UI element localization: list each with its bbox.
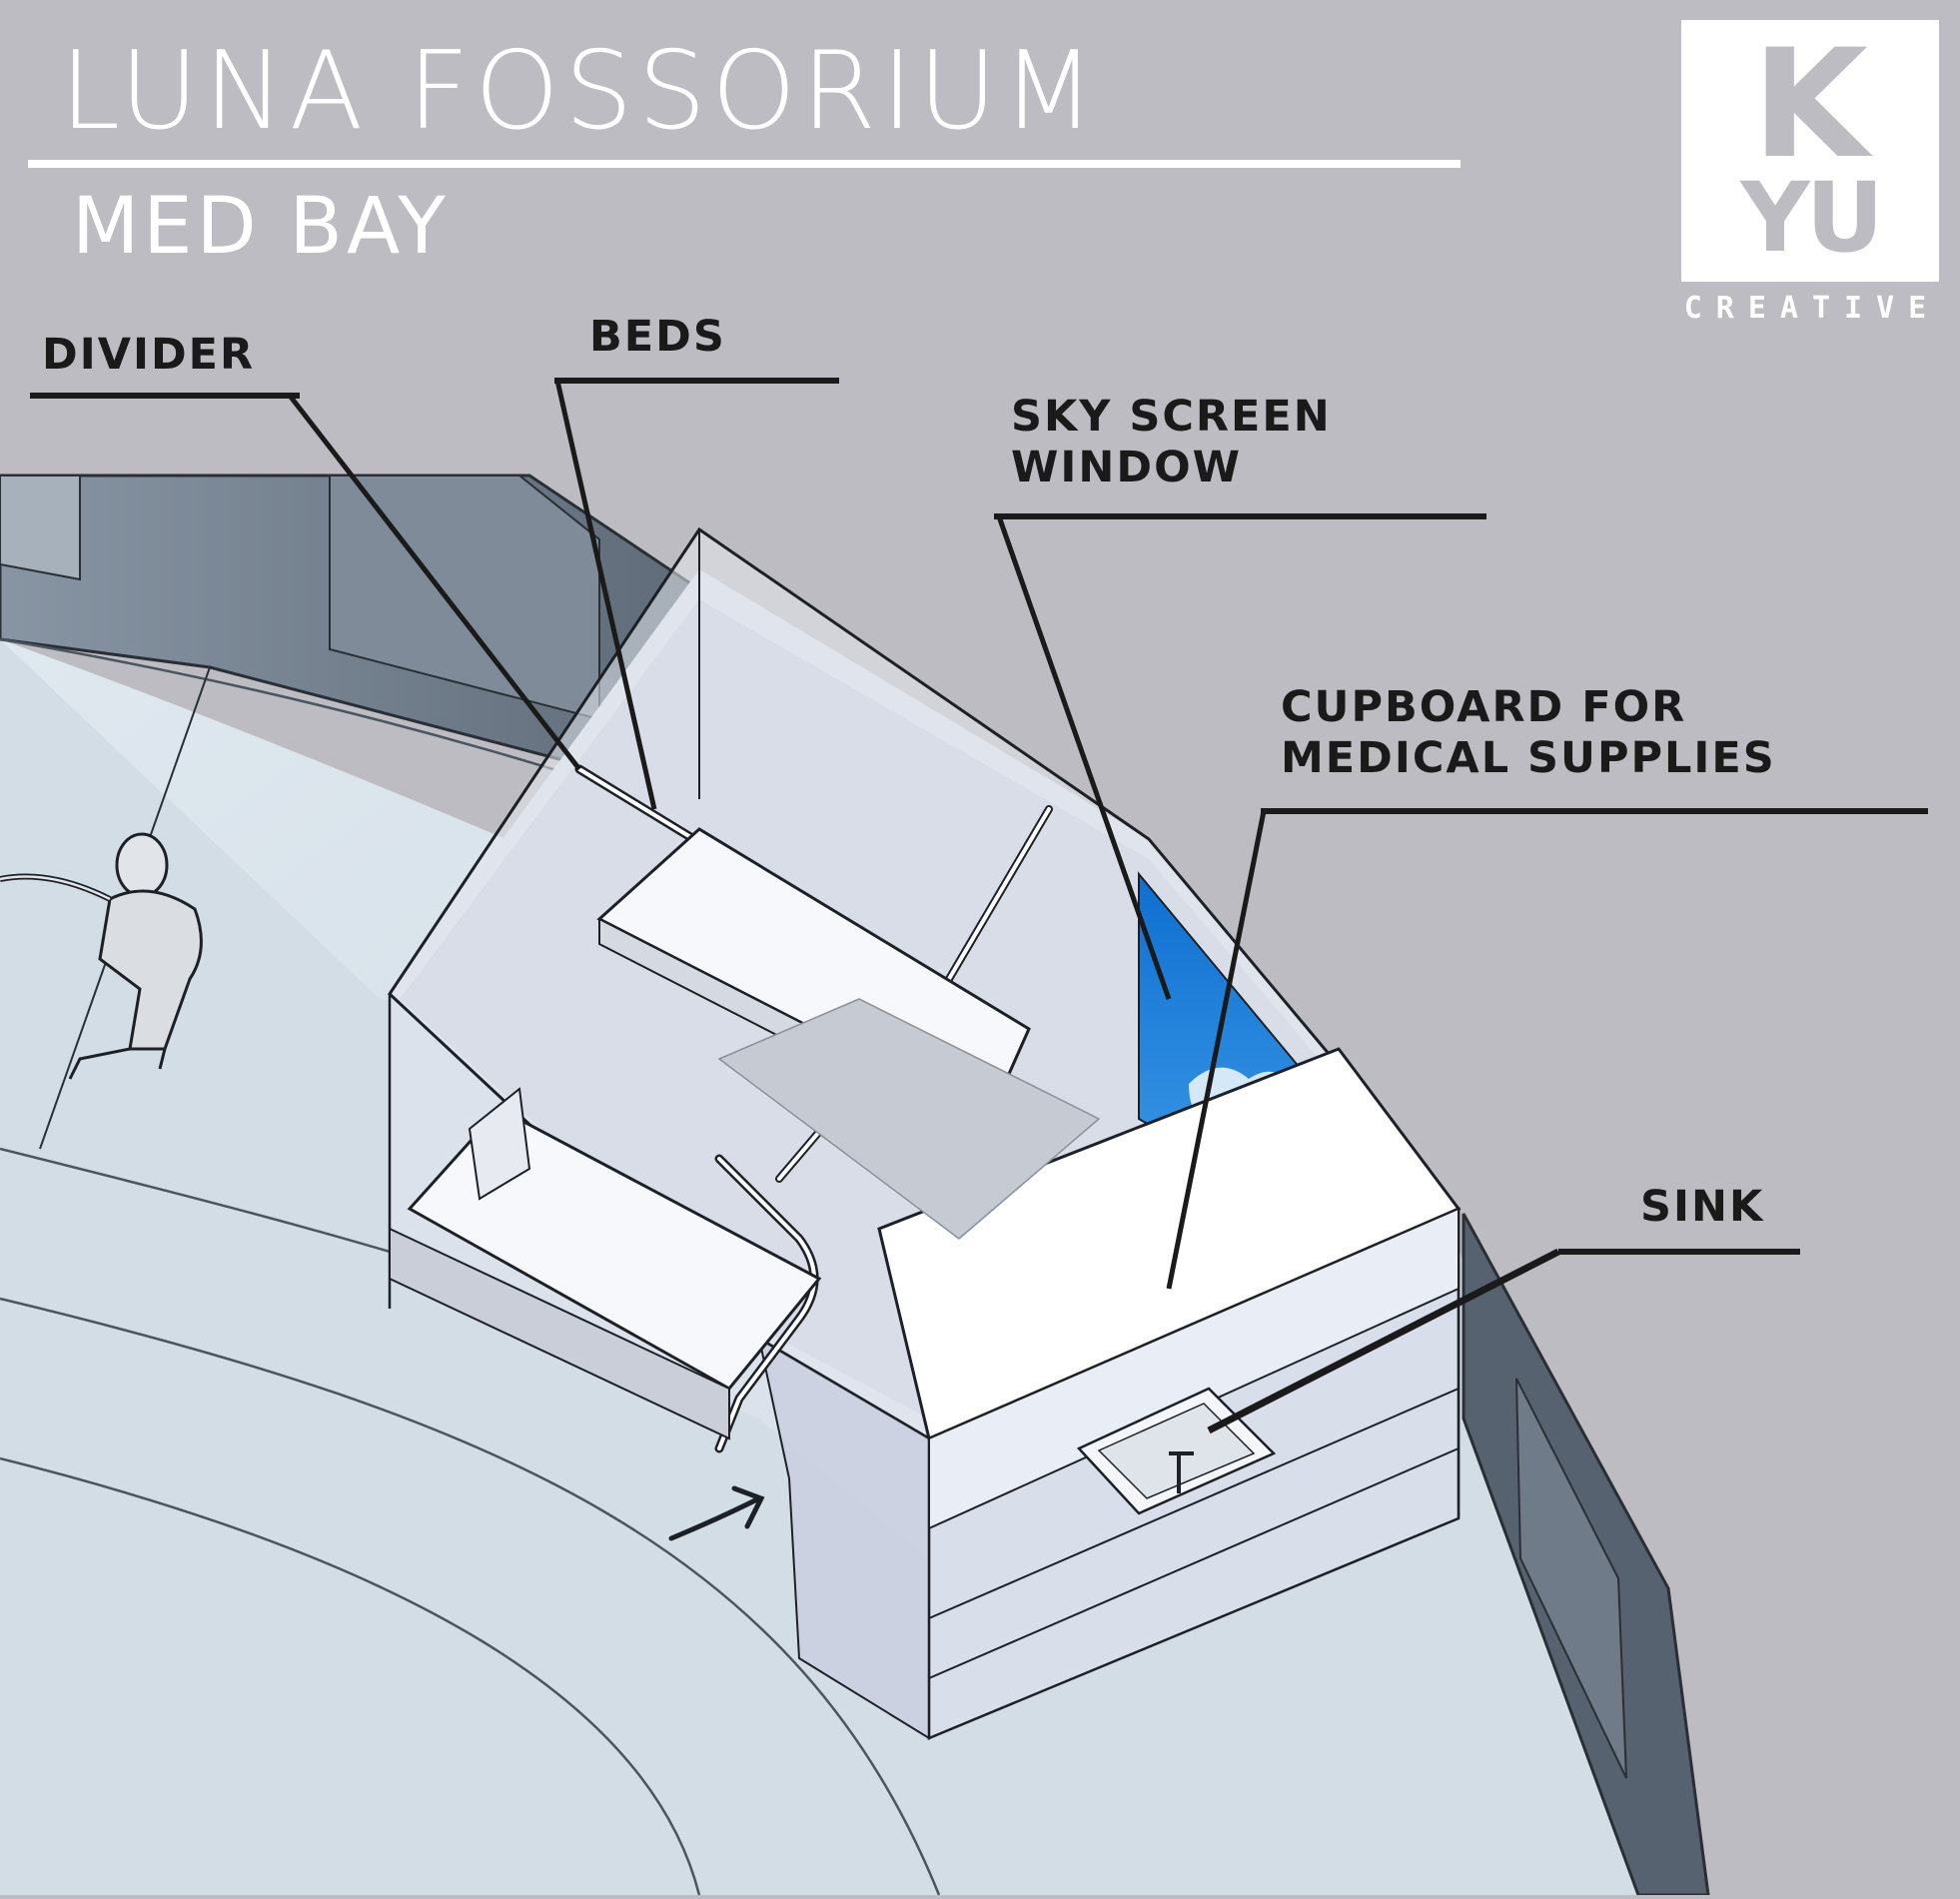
logo-mark-top: K xyxy=(1751,18,1869,192)
cupboard-line xyxy=(928,1447,1460,1679)
person-figure-icon xyxy=(0,832,203,1080)
page-title: LUNA FOSSORIUM xyxy=(60,29,1101,154)
cupboard-leader xyxy=(1166,810,1267,1290)
callout-sky-screen-window: SKY SCREEN WINDOW xyxy=(1011,392,1332,492)
callout-cupboard: CUPBOARD FOR MEDICAL SUPPLIES xyxy=(1281,682,1776,783)
floor-line xyxy=(0,1456,701,1896)
callout-beds-line: BEDS xyxy=(589,312,726,362)
entry-arrow-icon xyxy=(668,1485,765,1541)
floor-line xyxy=(39,666,211,1150)
cupboard-front xyxy=(928,1207,1460,1530)
callout-divider: DIVIDER xyxy=(42,330,255,381)
floor-line xyxy=(0,1297,941,1896)
callout-divider-line: DIVIDER xyxy=(42,330,256,380)
callout-sink: SINK xyxy=(1640,1182,1764,1233)
callout-sink-line: SINK xyxy=(1640,1182,1765,1232)
callout-cupboard-line-2: MEDICAL SUPPLIES xyxy=(1281,732,1776,783)
callout-sky-line-2: WINDOW xyxy=(1011,442,1243,492)
bed-pillow xyxy=(468,1087,531,1201)
sink-tap xyxy=(1169,1451,1194,1493)
sink-leader xyxy=(1207,1248,1560,1434)
kyu-logo: K YU xyxy=(1681,20,1939,282)
divider-leader xyxy=(288,394,581,771)
sky-window-leader xyxy=(996,515,1172,1000)
beds-leader xyxy=(554,380,657,810)
room-front-glass xyxy=(757,1336,930,1740)
bed-side xyxy=(389,1227,730,1440)
wall-panel xyxy=(1515,1378,1627,1779)
wall-panel xyxy=(0,475,81,581)
callout-cupboard-line-1: CUPBOARD FOR xyxy=(1281,682,1687,732)
logo-mark-bottom: YU xyxy=(1740,162,1883,274)
logo-wordmark: CREATIVE xyxy=(1683,291,1941,326)
cupboard-line xyxy=(928,1388,1460,1619)
callout-sky-line-1: SKY SCREEN xyxy=(1011,392,1332,442)
callout-beds: BEDS xyxy=(589,312,726,363)
room-tiles xyxy=(717,998,1101,1240)
page-subtitle: MED BAY xyxy=(72,182,450,272)
